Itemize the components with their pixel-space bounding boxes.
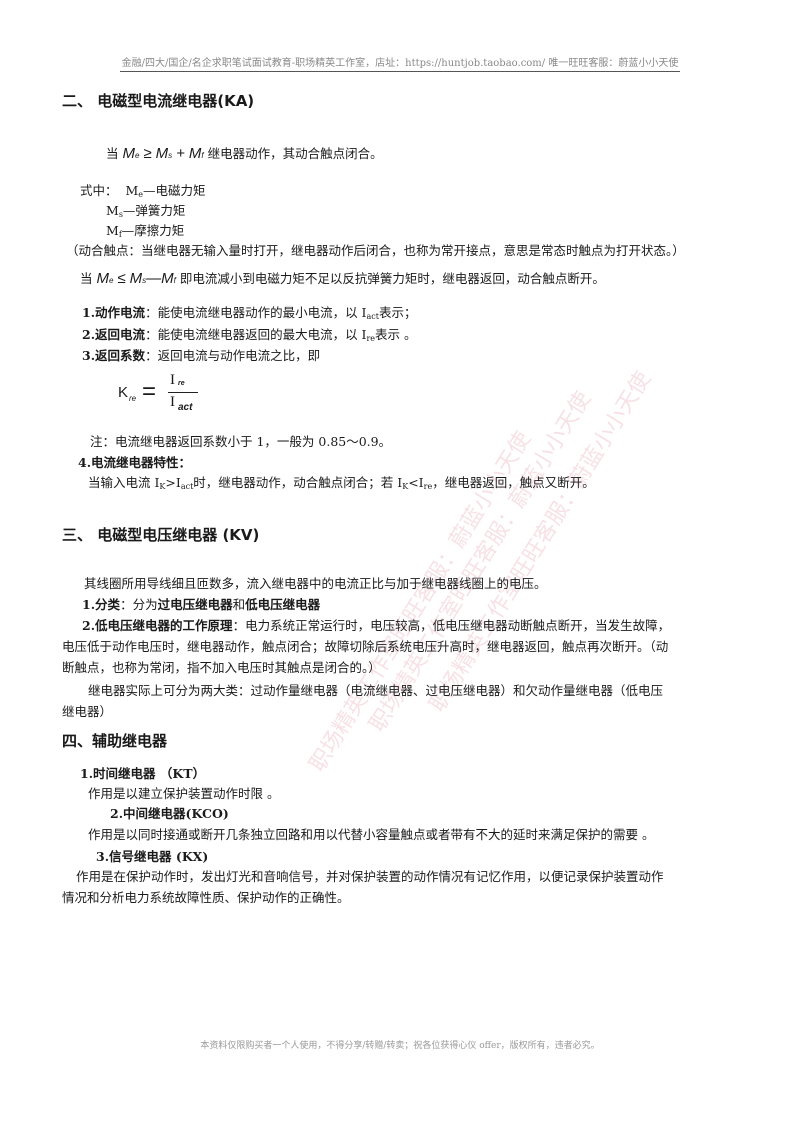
signal-relay-title: 3.信号继电器 (KX) xyxy=(96,849,209,864)
item-operate-current: 1.动作电流：能使电流继电器动作的最小电流，以 Iact表示； xyxy=(82,305,417,321)
kv-classification: 1.分类：分为过电压继电器和低电压继电器 xyxy=(82,597,321,612)
item-return-current: 2.返回电流：能使电流继电器返回的最大电流，以 Ire表示 。 xyxy=(82,327,417,343)
page-footer: 本资料仅限购买者一个人使用，不得分享/转赠/转卖；祝各位获得心仪 offer，版… xyxy=(200,1041,600,1051)
signal-relay-desc: 作用是在保护动作时，发出灯光和音响信号，并对保护装置的动作情况有记忆作用，以便记… xyxy=(76,869,664,884)
condition-return: 当 Me ≤ Ms—Mf 即电流减小到电磁力矩不足以反抗弹簧力矩时，继电器返回，… xyxy=(80,270,605,287)
page-header: 金融/四大/国企/名企求职笔试面试教育-职场精英工作室，店址：https://h… xyxy=(121,58,679,69)
low-voltage-principle-line2: 电压低于动作电压时，继电器动作，触点闭合；故障切除后系统电压升高时，继电器返回，… xyxy=(62,639,669,654)
note-return-coefficient: 注：电流继电器返回系数小于 1，一般为 0.85～0.9。 xyxy=(90,434,392,449)
low-voltage-principle: 2.低电压继电器的工作原理：电力系统正常运行时，电压较高，低电压继电器动断触点断… xyxy=(82,618,671,633)
fraction-bar xyxy=(168,392,198,393)
characteristics-text: 当输入电流 IK>Iact时，继电器动作，动合触点闭合；若 IK<Ire，继电器… xyxy=(88,475,595,491)
time-relay-desc: 作用是以建立保护装置动作时限 。 xyxy=(88,786,280,801)
time-relay-title: 1.时间继电器 （KT） xyxy=(80,766,206,781)
condition-operate: 当 Me ≥ Ms + Mf 继电器动作，其动合触点闭合。 xyxy=(106,145,383,162)
intermediate-relay-desc: 作用是以同时接通或断开几条独立回路和用以代替小容量触点或者带有不大的延时来满足保… xyxy=(88,827,655,842)
signal-relay-desc-line2: 情况和分析电力系统故障性质、保护动作的正确性。 xyxy=(62,890,350,905)
definition-mf: Mf—摩擦力矩 xyxy=(106,223,185,239)
definition-me: 式中： Me—电磁力矩 xyxy=(80,183,206,199)
section-title-kv: 三、 电磁型电压继电器 (KV) xyxy=(62,526,260,544)
section-title-auxiliary: 四、辅助继电器 xyxy=(62,732,168,750)
section-title-ka: 二、 电磁型电流继电器(KA) xyxy=(62,92,255,110)
low-voltage-principle-line3: 断触点，也称为常闭，指不加入电压时其触点是闭合的。） xyxy=(62,660,381,675)
item-return-coefficient: 3.返回系数：返回电流与动作电流之比，即 xyxy=(82,348,321,363)
kv-description: 其线圈所用导线细且匝数多，流入继电器中的电流正比与加于继电器线圈上的电压。 xyxy=(84,576,547,591)
intermediate-relay-title: 2.中间继电器(KCO) xyxy=(110,806,229,821)
note-contact: （动合触点：当继电器无输入量时打开，继电器动作后闭合，也称为常开接点，意思是常态… xyxy=(66,243,685,258)
relay-categories: 继电器实际上可分为两大类：过动作量继电器（电流继电器、过电压继电器）和欠动作量继… xyxy=(88,683,664,698)
item-current-relay-characteristics: 4.电流继电器特性： xyxy=(78,455,192,470)
relay-categories-line2: 继电器） xyxy=(62,704,113,719)
definition-ms: Ms—弹簧力矩 xyxy=(106,203,186,219)
header-divider xyxy=(120,71,680,72)
